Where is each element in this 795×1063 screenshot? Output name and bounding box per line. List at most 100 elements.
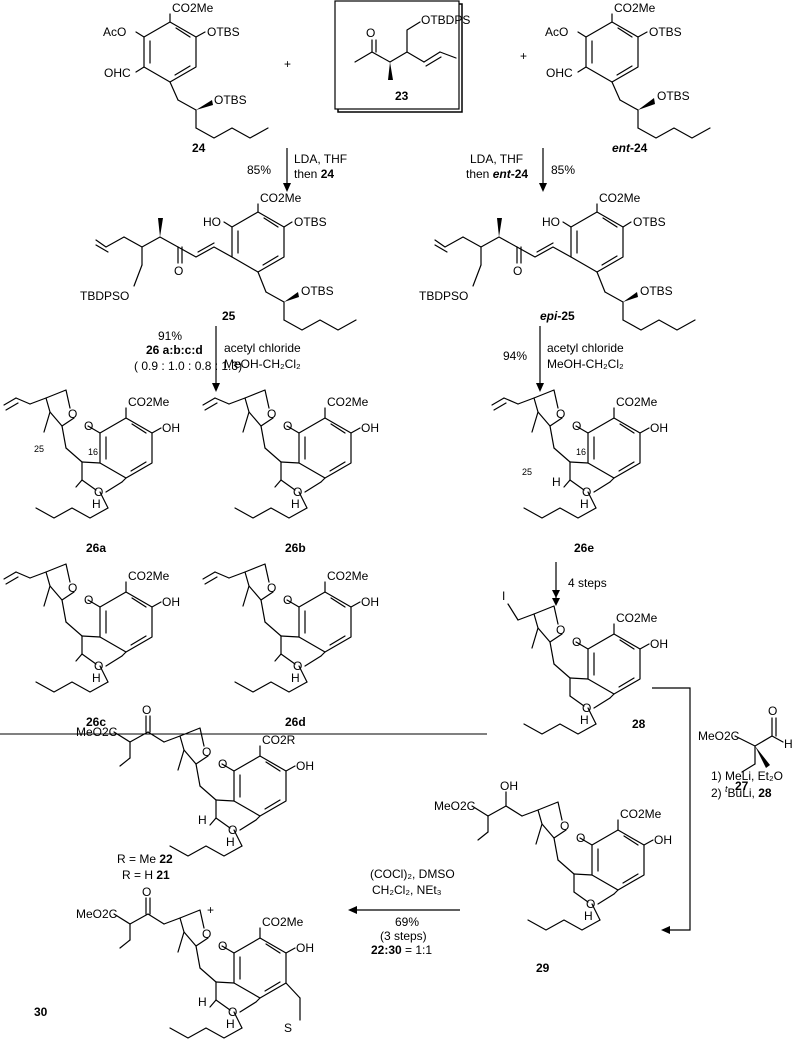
compound-27: MeO2C O H 27 <box>698 704 793 793</box>
step-5-arrow: 4 steps <box>552 562 607 606</box>
sub-ho: HO <box>203 215 221 229</box>
svg-text:CO2Me: CO2Me <box>262 915 304 929</box>
step-6-reagents: 1) MeLi, Et₂O <box>711 769 783 783</box>
svg-text:H: H <box>291 497 300 511</box>
svg-text:H: H <box>198 813 207 827</box>
step-2-yield: 85% <box>551 163 575 177</box>
svg-text:MeO2C: MeO2C <box>434 799 476 813</box>
label-25: 25 <box>222 309 236 323</box>
label-26b: 26b <box>285 541 306 555</box>
svg-text:O: O <box>293 659 302 673</box>
svg-text:H: H <box>584 909 593 923</box>
svg-text:I: I <box>502 589 505 603</box>
svg-text:OH: OH <box>650 637 668 651</box>
svg-text:H: H <box>226 1017 235 1031</box>
svg-text:H: H <box>580 497 589 511</box>
svg-text:O: O <box>586 897 595 911</box>
svg-text:O: O <box>267 407 276 421</box>
svg-text:O: O <box>572 419 581 433</box>
svg-text:O: O <box>228 823 237 837</box>
step-7-yield: 69% <box>395 915 419 929</box>
svg-text:O: O <box>94 659 103 673</box>
compound-26b: CO2Me OH O O O H 26b <box>202 389 379 555</box>
svg-text:MeO2C: MeO2C <box>76 907 118 921</box>
step-7-ratio: 22:30 = 1:1 <box>371 943 432 957</box>
step-4-arrow: 94% acetyl chloride MeOH-CH₂Cl₂ <box>503 326 624 392</box>
svg-text:MeO2C: MeO2C <box>698 729 740 743</box>
svg-text:CO2Me: CO2Me <box>616 395 658 409</box>
plus-sign-3: + <box>207 903 214 917</box>
sub-otbs: OTBS <box>207 25 240 39</box>
svg-text:25: 25 <box>522 467 532 477</box>
step-1-arrow: 85% LDA, THF then 24 <box>247 148 347 192</box>
svg-text:H: H <box>226 835 235 849</box>
compound-25: CO2Me HO OTBS TBDPSO O OTBS 25 <box>80 191 357 331</box>
svg-text:OH: OH <box>654 833 672 847</box>
sub-otbs-2: OTBS <box>640 284 673 298</box>
svg-text:OH: OH <box>162 595 180 609</box>
step-7-note: (3 steps) <box>380 929 427 943</box>
step-2-arrow: 85% LDA, THF then ent-24 <box>466 148 575 192</box>
step-4-reagents-2: MeOH-CH₂Cl₂ <box>547 357 624 371</box>
sub-co2me: CO2Me <box>599 191 641 205</box>
label-29: 29 <box>536 961 550 975</box>
svg-text:O: O <box>556 407 565 421</box>
svg-text:O: O <box>582 701 591 715</box>
svg-text:OH: OH <box>162 421 180 435</box>
step-2-reagents: LDA, THF <box>470 152 523 166</box>
svg-text:CO2Me: CO2Me <box>327 569 369 583</box>
svg-text:OH: OH <box>500 779 518 793</box>
step-6-arrow: 1) MeLi, Et₂O 2) tBuLi, 28 <box>652 687 783 934</box>
step-3-ratio-label: 26 a:b:c:d <box>146 343 203 357</box>
label-24: 24 <box>192 141 206 155</box>
label-26a: 26a <box>86 541 106 555</box>
label-26c: 26c <box>86 715 106 729</box>
sub-ho: HO <box>542 215 560 229</box>
step-3-reagents: acetyl chloride <box>224 341 301 355</box>
svg-text:CO2Me: CO2Me <box>616 611 658 625</box>
step-6-reagents-2: 2) tBuLi, 28 <box>711 784 772 800</box>
compound-epi-25: CO2Me HO OTBS TBDPSO O OTBS epi-25 <box>419 191 696 331</box>
svg-text:OH: OH <box>650 421 668 435</box>
svg-text:O: O <box>142 885 151 899</box>
svg-text:O: O <box>283 593 292 607</box>
compound-29: MeO2C OH CO2Me OH O O O H 29 <box>434 779 672 975</box>
sub-co2me: CO2Me <box>172 1 214 15</box>
svg-text:O: O <box>228 1005 237 1019</box>
step-3-ratio: ( 0.9 : 1.0 : 0.8 : 1.3) <box>134 359 242 373</box>
label-26d: 26d <box>285 715 306 729</box>
label-26e: 26e <box>574 541 594 555</box>
svg-text:O: O <box>218 757 227 771</box>
svg-text:25: 25 <box>34 444 44 454</box>
svg-text:S: S <box>284 1021 292 1035</box>
svg-text:OH: OH <box>361 595 379 609</box>
sub-ohc: OHC <box>104 66 131 80</box>
svg-text:O: O <box>68 407 77 421</box>
svg-text:O: O <box>293 485 302 499</box>
compound-22-21: MeO2C O CO2R OH O O O H H <box>76 703 314 857</box>
step-4-yield: 94% <box>503 349 527 363</box>
sub-otbs: OTBS <box>294 215 327 229</box>
svg-text:CO2Me: CO2Me <box>128 569 170 583</box>
compound-26e: CO2Me OH O O O H H 16 25 26e <box>491 389 668 555</box>
svg-text:O: O <box>202 745 211 759</box>
sub-tbdpso: TBDPSO <box>419 289 468 303</box>
svg-text:O: O <box>572 635 581 649</box>
step-3-yield: 91% <box>158 329 182 343</box>
sub-tbdpso: TBDPSO <box>80 289 129 303</box>
svg-text:OH: OH <box>361 421 379 435</box>
compound-24: CO2Me AcO OTBS OHC OTBS 24 <box>103 1 269 155</box>
svg-text:O: O <box>576 831 585 845</box>
sub-otbs: OTBS <box>633 215 666 229</box>
svg-text:H: H <box>92 497 101 511</box>
step-3-reagents-2: MeOH-CH₂Cl₂ <box>224 357 301 371</box>
svg-text:H: H <box>92 671 101 685</box>
sub-co2me: CO2Me <box>614 1 656 15</box>
svg-text:16: 16 <box>576 447 586 457</box>
svg-text:CO2Me: CO2Me <box>327 395 369 409</box>
svg-text:O: O <box>556 623 565 637</box>
svg-text:CO2Me: CO2Me <box>620 807 662 821</box>
svg-text:O: O <box>218 939 227 953</box>
step-5-label: 4 steps <box>568 576 607 590</box>
step-1-yield: 85% <box>247 163 271 177</box>
